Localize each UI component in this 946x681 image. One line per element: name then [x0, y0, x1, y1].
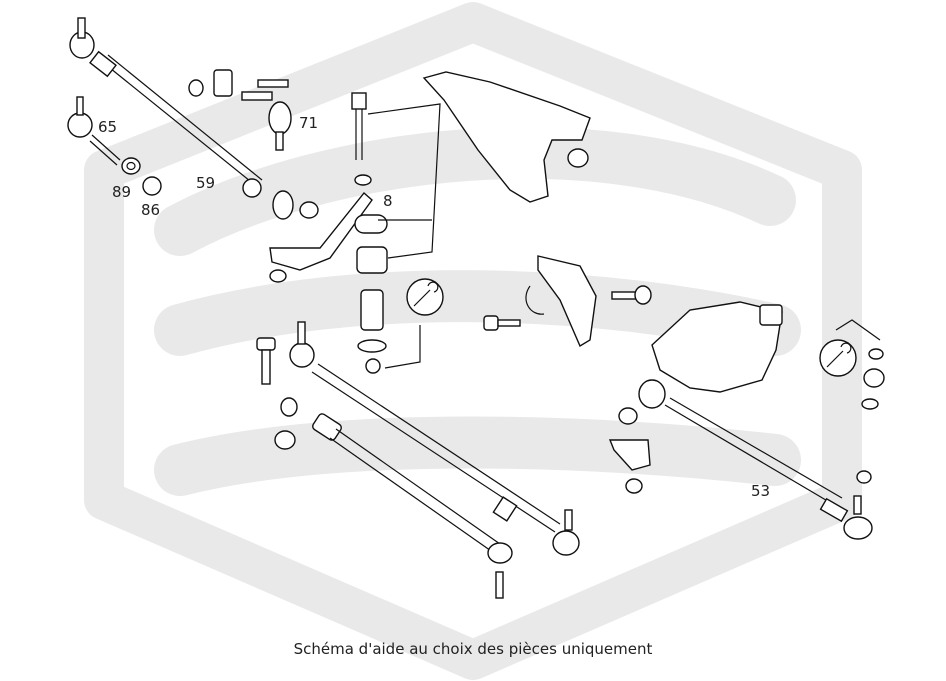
watermark-logo [84, 2, 862, 680]
part-label-86: 86 [141, 201, 160, 219]
mounting-bracket [422, 71, 591, 203]
wrench-icon [406, 278, 444, 316]
nut-89 [121, 157, 141, 175]
part-label-89: 89 [112, 183, 131, 201]
part-label-59: 59 [196, 174, 215, 192]
right-small-parts [835, 319, 885, 410]
ball-joint-top-left [69, 17, 95, 59]
steering-gear-box [608, 301, 783, 494]
lower-tie-rod [274, 397, 513, 599]
part-label-8: 8 [383, 192, 393, 210]
link-arm-8 [269, 190, 373, 283]
tie-rod-53 [638, 379, 873, 540]
part-label-53: 53 [751, 482, 770, 500]
bushing-86 [142, 176, 162, 196]
part-label-65: 65 [98, 118, 117, 136]
part-label-71: 71 [299, 114, 318, 132]
drag-link [256, 321, 580, 556]
bolt-set-71 [188, 69, 292, 151]
ball-joint-65 [67, 96, 121, 166]
center-bolt-stack [351, 92, 441, 374]
diagram-caption: Schéma d'aide au choix des pièces unique… [293, 640, 653, 658]
clamp-bracket [483, 255, 652, 348]
tie-rod-59 [89, 50, 263, 198]
wrench-icon [819, 339, 857, 377]
